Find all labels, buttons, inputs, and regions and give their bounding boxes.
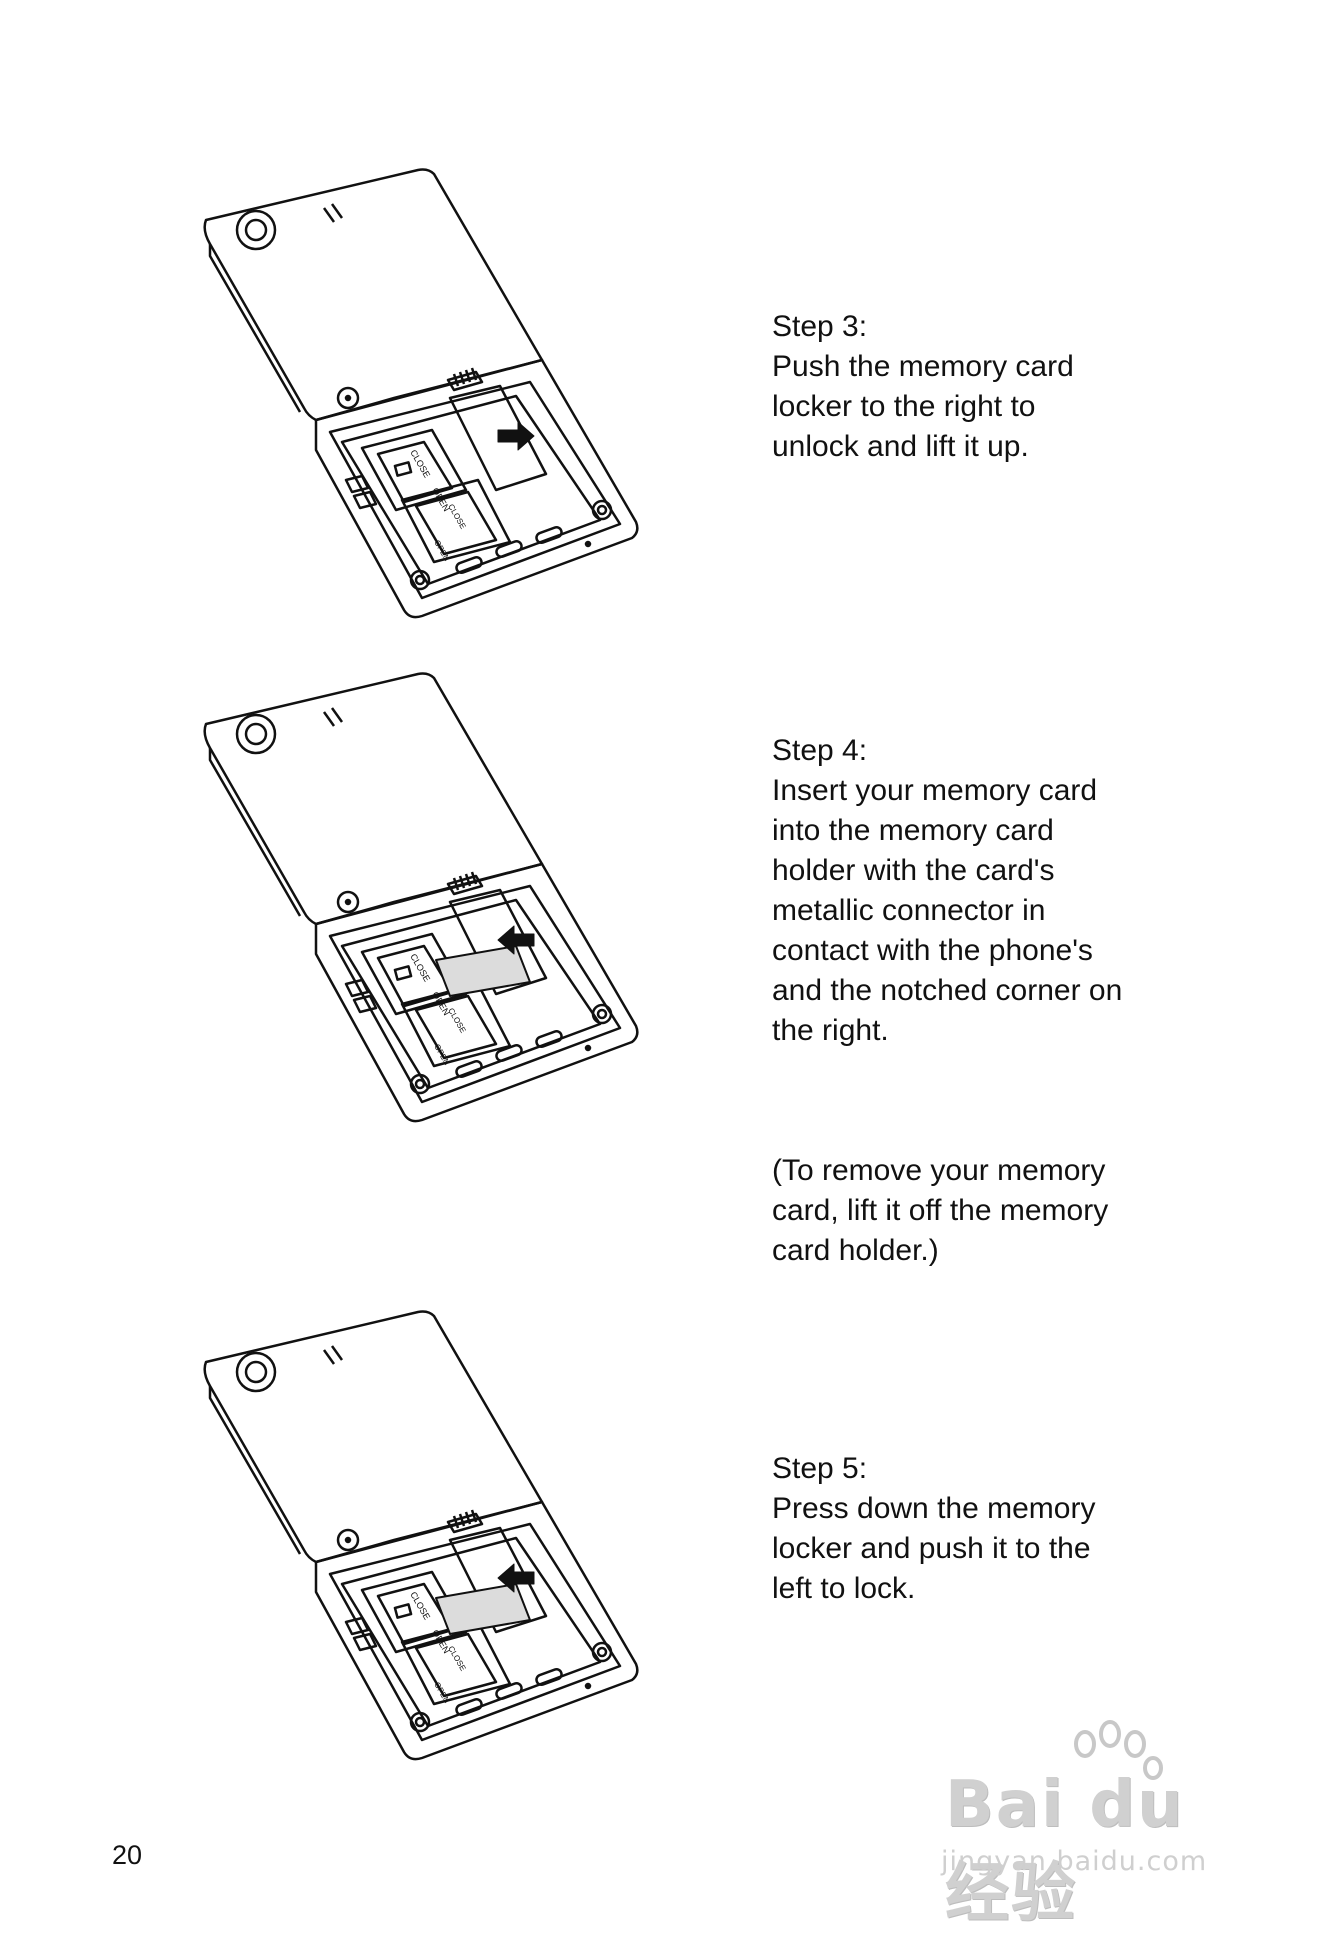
step-4-line: holder with the card's [772, 851, 1192, 891]
step-4-title: Step 4: [772, 731, 1192, 771]
step-3-line: Push the memory card [772, 347, 1192, 387]
step-3-illustration: CLOSE OPEN CLOSE OPEN [196, 160, 676, 640]
note-line: card, lift it off the memory [772, 1191, 1192, 1231]
svg-text:CLOSE: CLOSE [446, 1007, 467, 1035]
step-4-line: the right. [772, 1011, 1192, 1051]
step-3-line: locker to the right to [772, 387, 1192, 427]
step-3-line: unlock and lift it up. [772, 427, 1192, 467]
svg-text:CLOSE: CLOSE [408, 448, 432, 479]
back-cover [205, 170, 542, 421]
watermark-url: jingyan.baidu.com [941, 1846, 1207, 1877]
step-4-line: Insert your memory card [772, 771, 1192, 811]
step-5-line: left to lock. [772, 1569, 1192, 1609]
step-5-title: Step 5: [772, 1449, 1192, 1489]
note-line: card holder.) [772, 1231, 1192, 1271]
step-4-line: metallic connector in [772, 891, 1192, 931]
step-5-illustration: CLOSE OPEN CLOSE OPEN [196, 1302, 676, 1782]
step-3-text: Step 3: Push the memory card locker to t… [772, 307, 1192, 467]
step-4-line: contact with the phone's [772, 931, 1192, 971]
back-cover [205, 674, 542, 925]
camera-lens [237, 715, 275, 753]
right-arrow-icon [498, 422, 534, 450]
remove-card-note: (To remove your memory card, lift it off… [772, 1151, 1192, 1271]
camera-lens [237, 211, 275, 249]
baidu-watermark: Bai du 经验 jingyan.baidu.com [935, 1720, 1255, 1890]
svg-text:CLOSE: CLOSE [408, 1590, 432, 1621]
step-3-title: Step 3: [772, 307, 1192, 347]
svg-text:CLOSE: CLOSE [446, 503, 467, 531]
svg-text:CLOSE: CLOSE [446, 1645, 467, 1673]
note-line: (To remove your memory [772, 1151, 1192, 1191]
step-5-text: Step 5: Press down the memory locker and… [772, 1449, 1192, 1609]
step-5-line: locker and push it to the [772, 1529, 1192, 1569]
svg-text:OPEN: OPEN [432, 1043, 451, 1067]
svg-text:CLOSE: CLOSE [408, 952, 432, 983]
back-cover [205, 1312, 542, 1563]
step-4-line: into the memory card [772, 811, 1192, 851]
svg-text:OPEN: OPEN [432, 1681, 451, 1705]
step-4-line: and the notched corner on [772, 971, 1192, 1011]
page-number: 20 [112, 1840, 142, 1871]
step-5-line: Press down the memory [772, 1489, 1192, 1529]
step-4-text: Step 4: Insert your memory card into the… [772, 731, 1192, 1051]
camera-lens [237, 1353, 275, 1391]
svg-text:OPEN: OPEN [432, 539, 451, 563]
step-4-illustration: CLOSE OPEN CLOSE OPEN [196, 664, 676, 1144]
